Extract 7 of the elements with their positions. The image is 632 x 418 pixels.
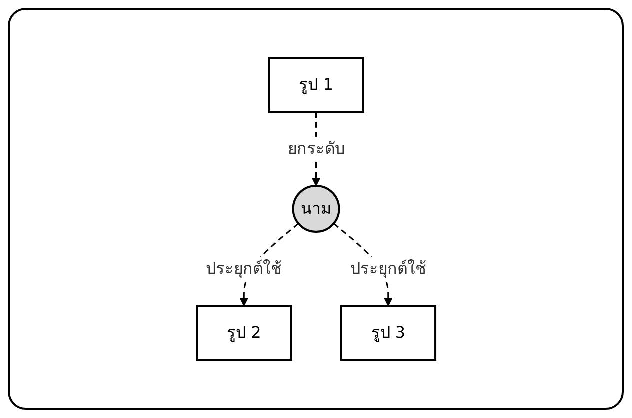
edge-label: ยกระดับ <box>288 139 344 158</box>
node-circle: นาม <box>292 185 340 233</box>
node-box: รูป 2 <box>196 305 292 361</box>
edge-label: ประยุกต์ใช้ <box>206 259 282 278</box>
node-box: รูป 1 <box>268 57 364 113</box>
node-box: รูป 3 <box>340 305 436 361</box>
edge-label: ประยุกต์ใช้ <box>350 259 426 278</box>
